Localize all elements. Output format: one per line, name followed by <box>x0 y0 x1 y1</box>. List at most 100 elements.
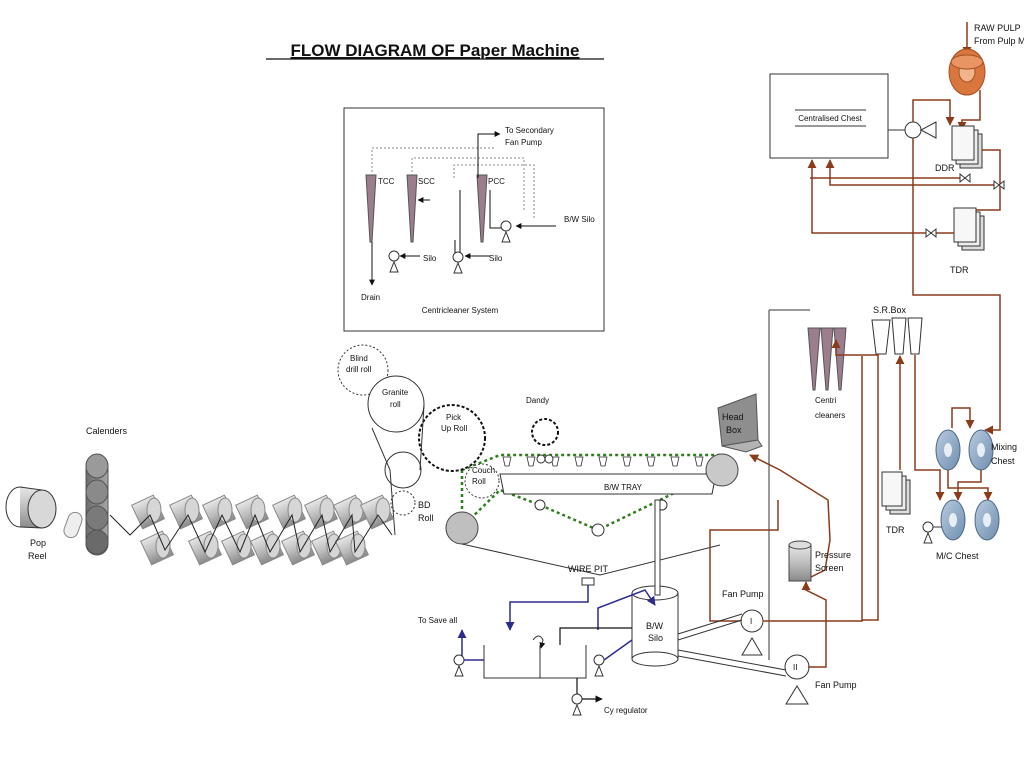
dryer-cylinder <box>201 494 237 530</box>
centricleaner-fan-pump-label: Fan Pump <box>505 138 542 147</box>
save-all-pump <box>453 654 465 677</box>
tdr-mid-label: TDR <box>886 525 905 535</box>
raw-pulp-tank <box>948 48 986 96</box>
fan-pump-1-out-pipe <box>763 356 863 622</box>
centricleaner-system-panel <box>343 107 605 332</box>
dryer-cylinder <box>332 494 368 530</box>
dryer-cylinders <box>109 494 395 566</box>
centricleaner-bw-silo-label: B/W Silo <box>564 215 595 224</box>
head-box <box>717 393 763 453</box>
scc-label: SCC <box>418 177 435 186</box>
sr-box <box>871 317 923 355</box>
centricleaner-to-secondary-label: To Secondary <box>505 126 554 135</box>
srbox-down-pipe <box>914 355 945 501</box>
wire-pit-to-silo-pipe <box>597 589 656 630</box>
fan-pump-1-label: Fan Pump <box>722 589 764 599</box>
fan-pump-2-numeral: II <box>793 663 797 672</box>
bd-roll-label-2: Roll <box>418 513 434 523</box>
bw-silo-label-2: Silo <box>648 633 663 643</box>
raw-pulp-source-label: From Pulp M <box>974 36 1024 46</box>
ddr-valve-1 <box>959 172 971 184</box>
ddr-label: DDR <box>935 163 955 173</box>
bw-silo-label: B/W <box>646 621 664 631</box>
sr-box-label: S.R.Box <box>873 305 907 315</box>
mixing-chest-label: Mixing <box>991 442 1017 452</box>
tdr-top-label: TDR <box>950 265 969 275</box>
granite-roll-label: Granite <box>382 388 409 397</box>
head-box-label: Head <box>722 412 744 422</box>
centri-cleaners-label: Centri <box>815 396 837 405</box>
tank-to-save-all-pipe <box>457 629 484 661</box>
pressure-screen-label: Pressure <box>815 550 851 560</box>
raw-pulp-label: RAW PULP <box>974 23 1021 33</box>
mixing-to-mc-pipe-2 <box>953 470 982 501</box>
tdr-valve <box>925 227 937 239</box>
couch-roll-label-2: Roll <box>472 477 486 486</box>
pump-down-to-mixing-pipe <box>912 138 1001 435</box>
silo-to-fanpump-1 <box>677 613 743 641</box>
silo-label-1: Silo <box>423 254 437 263</box>
blind-drill-roll-label-2: drill roll <box>346 365 372 374</box>
dryer-cylinder <box>130 494 166 530</box>
sr-box-feed-pipe <box>831 339 879 621</box>
dryer-cylinder <box>303 494 339 530</box>
paper-web-path <box>109 513 393 554</box>
fan-pump-1-return-pipe <box>709 500 779 622</box>
mc-chest-label: M/C Chest <box>936 551 979 561</box>
wire-pit-label: WIRE PIT <box>568 564 609 574</box>
ddr-return-pipe <box>825 159 998 186</box>
centricleaner-system-caption: Centricleaner System <box>422 306 499 315</box>
wire-pit-to-tank-pipe <box>505 585 589 631</box>
pop-reel-label-2: Reel <box>28 551 47 561</box>
mixing-chest-label-2: Chest <box>991 456 1015 466</box>
cy-regulator-pump <box>571 693 583 716</box>
tdr-top-unit <box>953 207 985 251</box>
ddr-out-pipe <box>968 149 1001 211</box>
dandy-label: Dandy <box>526 396 549 405</box>
wire-section <box>418 404 739 576</box>
wire-pit-box <box>581 577 595 586</box>
machine-frame-line <box>768 309 810 660</box>
calender-stack <box>85 453 109 556</box>
tank-pump <box>593 654 605 677</box>
pop-reel <box>5 486 83 539</box>
granite-roll-label-2: roll <box>390 400 401 409</box>
blind-drill-roll-label: Blind <box>350 354 368 363</box>
fan-pump-2-out-pipe <box>801 581 827 668</box>
dryer-cylinder <box>359 494 395 530</box>
diagram-title: FLOW DIAGRAM OF Paper Machine <box>290 41 579 60</box>
pump-to-ddr-pipe <box>912 99 955 126</box>
ddr-unit <box>951 125 983 169</box>
dryer-cylinder <box>187 530 223 566</box>
couch-roll-label: Couch <box>472 466 495 475</box>
tcc-label: TCC <box>378 177 395 186</box>
pressure-screen-label-2: Screen <box>815 563 844 573</box>
centri-cleaners <box>807 327 847 391</box>
centralised-chest-box <box>769 73 889 159</box>
dryer-cylinder <box>234 494 270 530</box>
dryer-cylinder <box>249 530 285 566</box>
silo-overflow-pipe <box>559 627 632 645</box>
bw-silo <box>631 499 679 667</box>
dryer-cylinder <box>139 530 175 566</box>
dryer-cylinder <box>334 530 370 566</box>
drain-label: Drain <box>361 293 380 302</box>
mc-pump <box>922 521 934 544</box>
cy-regulator-label: Cy regulator <box>604 706 648 715</box>
centri-cleaners-label-2: cleaners <box>815 411 845 420</box>
ddr-valve-2 <box>993 179 1005 191</box>
bd-roll-label: BD <box>418 500 431 510</box>
centralised-chest-label: Centralised Chest <box>798 114 862 123</box>
dryer-cylinder <box>271 494 307 530</box>
fan-pump-2-label: Fan Pump <box>815 680 857 690</box>
tank-pump-to-silo <box>603 639 633 661</box>
fan-pump-1-numeral: I <box>750 617 752 626</box>
calenders-label: Calenders <box>86 426 128 436</box>
tdr-return-pipe <box>807 159 954 234</box>
mixing-chest <box>935 429 994 471</box>
bw-tray-label: B/W TRAY <box>604 483 643 492</box>
silo-label-2: Silo <box>489 254 503 263</box>
pressure-screen-to-headbox <box>749 454 831 581</box>
tdr-mid-unit <box>881 471 911 515</box>
